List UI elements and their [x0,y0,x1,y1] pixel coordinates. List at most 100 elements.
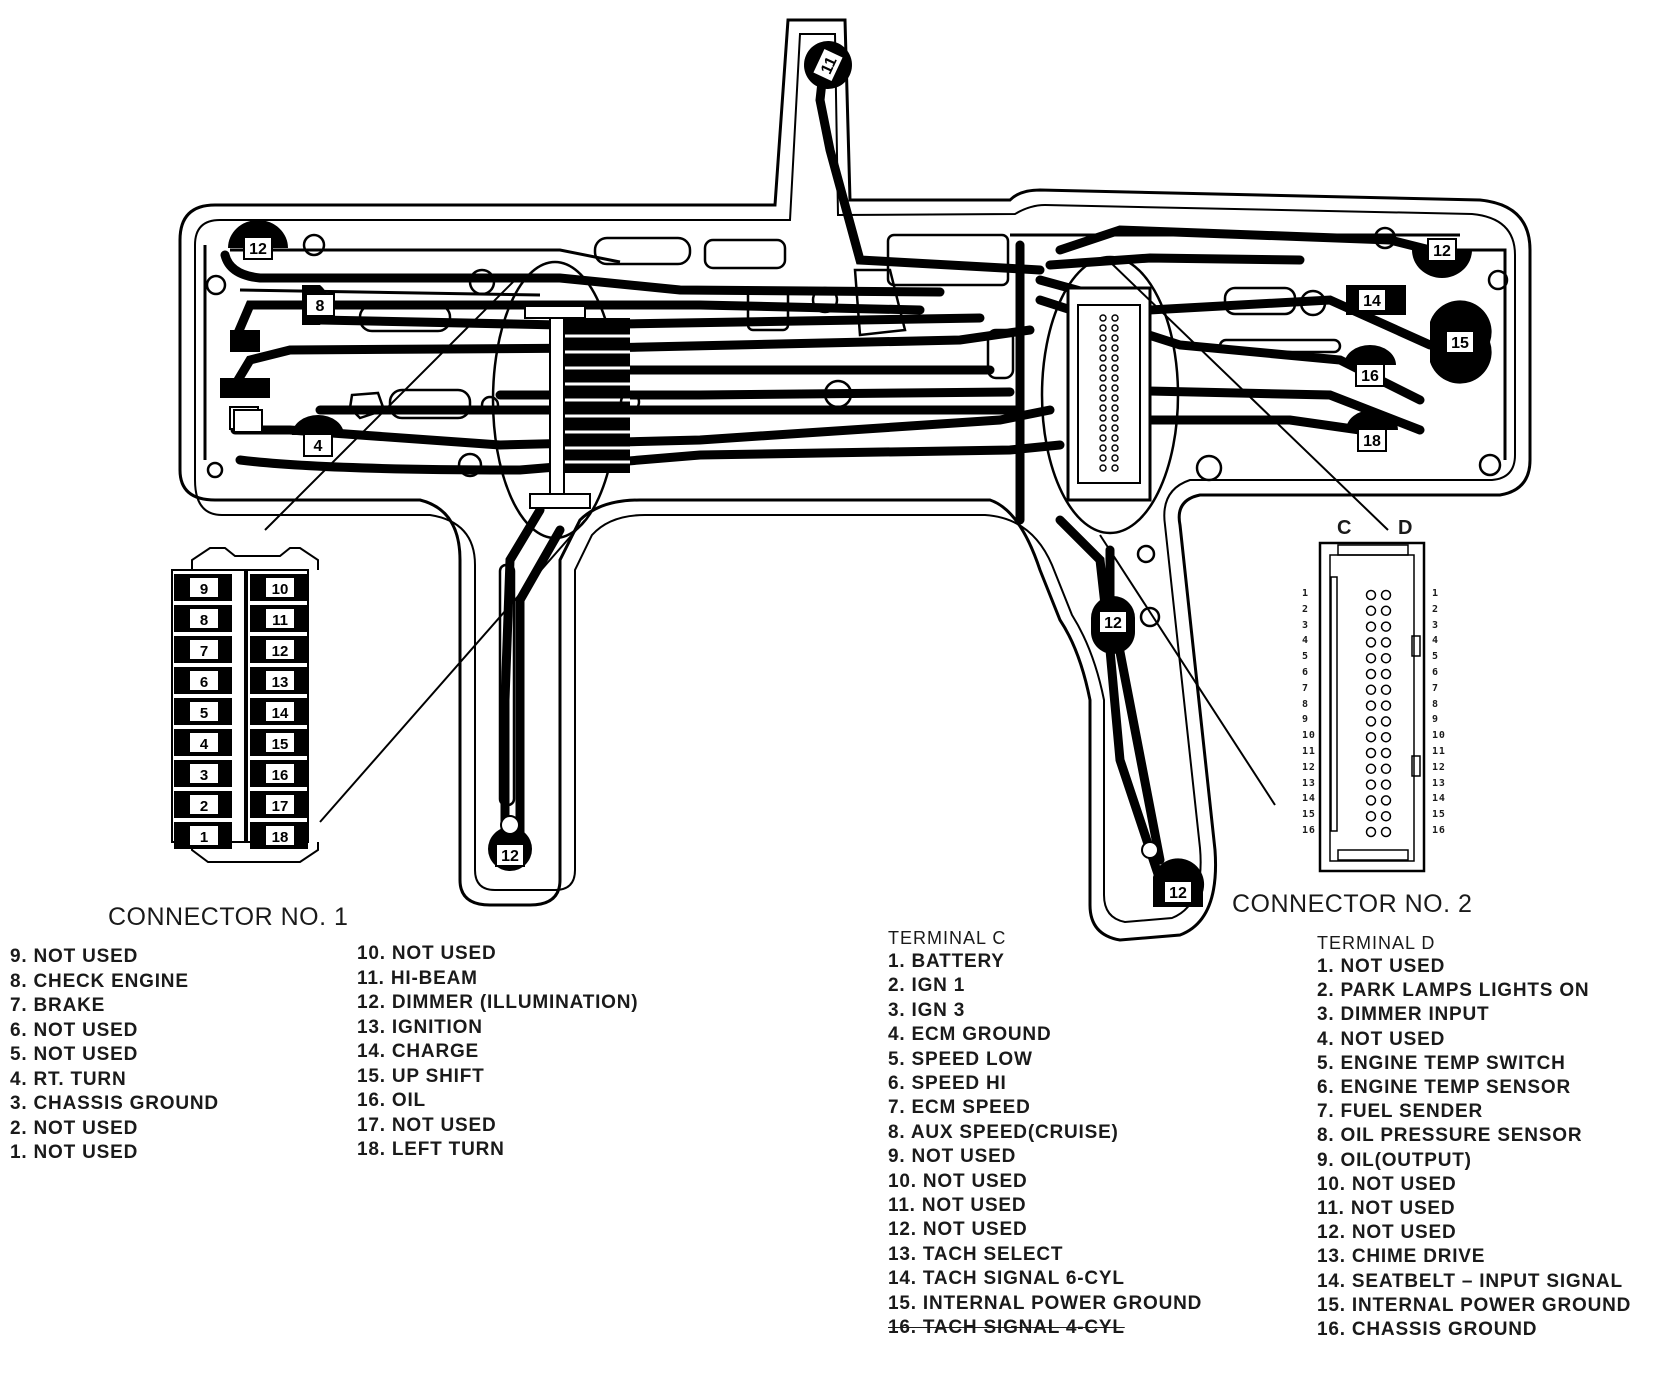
connector2-pin-number: 3 [1302,619,1309,631]
mounting-holes [205,226,1509,628]
connector2-pin-number: 12 [1432,761,1446,773]
connector2-pin-number: 2 [1302,603,1309,615]
connector1-pin-number: 16 [272,767,289,784]
board-inner-outline [194,33,1516,924]
connector1-pin-number: 11 [272,612,288,629]
terminal-item: 12. DIMMER (ILLUMINATION) [357,992,639,1013]
terminal-item: 3. IGN 3 [888,999,966,1021]
connector1-pin-number: 7 [200,643,208,660]
connector2-pin-number: 16 [1432,825,1446,836]
connector2-pin-hole [1380,795,1392,806]
terminal-item: 3. CHASSIS GROUND [10,1093,219,1114]
connector2-pin-hole [1380,684,1392,696]
pad-label: 14 [1363,293,1381,310]
connector2-pin-number: 5 [1302,651,1309,663]
terminal-item: 9. NOT USED [888,1146,1017,1168]
connector2-col-c: C [1337,517,1353,539]
terminal-item: 13. IGNITION [357,1016,483,1038]
connector2-col-d: D [1398,517,1414,539]
connector1-pin-number: 5 [200,705,208,722]
connector2-pin-hole [1380,621,1392,632]
pad-label: 4 [314,438,323,455]
terminal-item: 13. TACH SELECT [888,1243,1064,1265]
connector2-pin-number: 9 [1302,714,1309,726]
terminal-d-heading: TERMINAL D [1317,933,1436,953]
connector2-pin-number: 13 [1302,777,1316,789]
pad-label: 12 [1433,243,1451,260]
connector2-pin-hole [1365,700,1377,711]
connector2-pin-number: 14 [1432,793,1446,805]
connector2-pin-number: 3 [1432,619,1439,631]
connector1-pin-number: 13 [272,674,289,691]
connector2-pin-hole [1380,731,1392,743]
connector2-pin-hole [1365,621,1377,632]
pad-label: 16 [1361,368,1379,385]
connector2-pin-number: 2 [1432,603,1439,615]
connector2-pin-number: 11 [1432,746,1446,757]
terminal-item: 2. IGN 1 [888,975,966,997]
terminal-item: 1. NOT USED [1317,956,1446,977]
connector2-pin-hole [1365,795,1377,806]
terminal-item: 4. RT. TURN [10,1068,127,1090]
connector1-pin-number: 14 [272,705,289,722]
connector2-pin-number: 11 [1302,746,1316,757]
pads: 11 12 12 8 7 4 14 [220,41,1492,907]
terminal-item: 10. NOT USED [888,1170,1028,1192]
terminal-item: 1. BATTERY [888,951,1005,972]
terminal-c-heading: TERMINAL C [888,928,1007,948]
connector2-pin-hole [1380,810,1392,822]
connector1-board-region [491,260,630,540]
connector2-pin-number: 15 [1432,809,1446,821]
connector2-pin-hole [1380,779,1392,790]
terminal-item: 15. UP SHIFT [357,1065,485,1087]
terminal-item: 11. NOT USED [1317,1198,1456,1219]
terminal-item: 14. SEATBELT – INPUT SIGNAL [1317,1270,1623,1292]
terminal-item: 4. NOT USED [1317,1028,1446,1050]
connector2-pin-hole [1380,605,1392,617]
connector2-pin-hole [1365,668,1377,680]
terminal-item: 6. NOT USED [10,1019,139,1041]
terminal-item: 5. NOT USED [10,1044,139,1065]
terminal-item: 6. ENGINE TEMP SENSOR [1317,1077,1572,1098]
terminal-item: 16. OIL [357,1090,426,1111]
terminal-item: 11. NOT USED [888,1195,1027,1216]
connector2-detail [1318,541,1426,873]
connector2-pin-number: 16 [1302,825,1316,836]
connector2-pin-number: 7 [1302,682,1309,694]
connector2-pin-number: 10 [1302,730,1316,742]
connector2-pin-number: 1 [1432,588,1439,599]
terminal-item: 2. NOT USED [10,1117,139,1139]
terminal-item: 17. NOT USED [357,1114,497,1136]
connector2-pin-hole [1380,652,1392,664]
terminal-item: 5. SPEED LOW [888,1048,1033,1070]
connector2-pin-hole [1365,716,1377,727]
connector1-pin-number: 18 [272,829,289,846]
terminal-item: 4. ECM GROUND [888,1024,1052,1046]
pad-label: 12 [501,848,519,865]
connector2-pin-number: 9 [1432,714,1439,726]
connector2-pin-hole [1380,700,1392,711]
connector1-pin-number: 6 [200,674,208,691]
terminal-item: 11. HI-BEAM [357,967,478,989]
pad-label: 12 [1104,615,1122,632]
connector2-pin-number: 8 [1302,698,1309,710]
connector2-pin-hole [1365,731,1377,743]
terminal-item: 6. SPEED HI [888,1073,1007,1094]
connector2-pin-hole [1380,637,1392,648]
connector2-pin-number: 6 [1302,667,1309,678]
terminal-item: 5. ENGINE TEMP SWITCH [1317,1052,1566,1074]
connector1-pin-number: 10 [272,581,289,598]
terminal-item: 14. CHARGE [357,1041,480,1062]
pad-label: 12 [1169,885,1187,902]
connector2-title: CONNECTOR NO. 2 [1232,890,1473,918]
terminal-item: 10. NOT USED [357,943,497,964]
terminal-item: 9. NOT USED [10,946,139,967]
terminal-item: 8. AUX SPEED(CRUISE) [888,1121,1119,1143]
connector2-pin-number: 7 [1432,682,1439,694]
connector2-pin-hole [1380,589,1392,601]
connector2-pin-hole [1380,747,1392,759]
connector1-pin-number: 17 [272,798,289,815]
pad-label: 18 [1363,433,1381,450]
connector2-pin-number: 10 [1432,730,1446,742]
